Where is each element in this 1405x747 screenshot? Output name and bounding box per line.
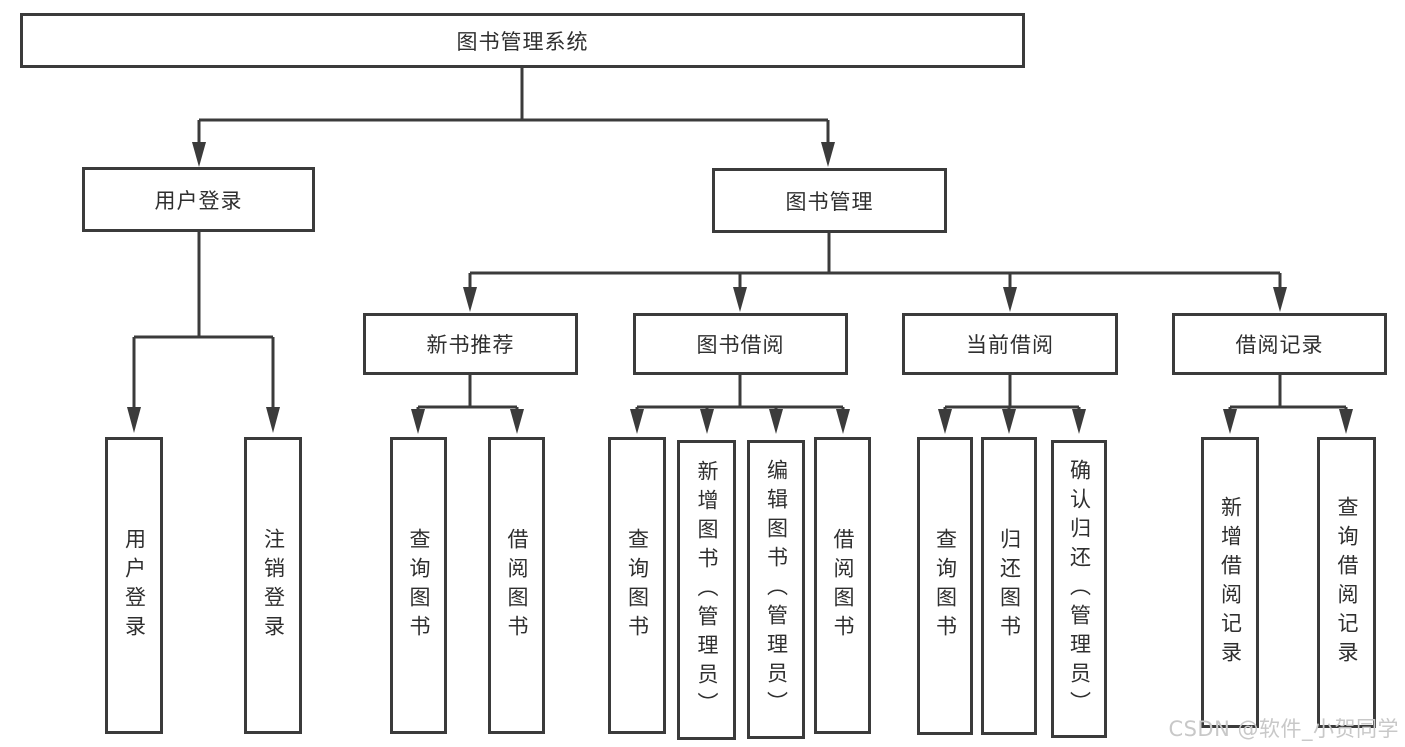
leaf-current-query-book: 查询图书 — [917, 437, 973, 735]
leaf-newbooks-borrow-book: 借阅图书 — [488, 437, 545, 734]
node-new-book-recommend: 新书推荐 — [363, 313, 578, 375]
leaf-current-return-book: 归还图书 — [981, 437, 1037, 735]
node-user-login: 用户登录 — [82, 167, 315, 232]
leaf-borrowing-add-book-admin: 新增图书（管理员） — [677, 440, 736, 740]
leaf-newbooks-query-book: 查询图书 — [390, 437, 447, 734]
leaf-current-confirm-return-admin: 确认归还（管理员） — [1051, 440, 1107, 738]
node-book-borrowing: 图书借阅 — [633, 313, 848, 375]
node-book-management: 图书管理 — [712, 168, 947, 233]
node-current-borrowing: 当前借阅 — [902, 313, 1118, 375]
node-borrow-records: 借阅记录 — [1172, 313, 1387, 375]
node-root: 图书管理系统 — [20, 13, 1025, 68]
leaf-logout: 注销登录 — [244, 437, 302, 734]
leaf-user-login: 用户登录 — [105, 437, 163, 734]
leaf-records-add-record: 新增借阅记录 — [1201, 437, 1259, 728]
leaf-records-query-record: 查询借阅记录 — [1317, 437, 1376, 728]
watermark: CSDN @软件_小贺同学 — [1168, 717, 1399, 741]
leaf-borrowing-borrow-book: 借阅图书 — [814, 437, 871, 734]
leaf-borrowing-edit-book-admin: 编辑图书（管理员） — [747, 440, 805, 739]
leaf-borrowing-query-book: 查询图书 — [608, 437, 666, 734]
